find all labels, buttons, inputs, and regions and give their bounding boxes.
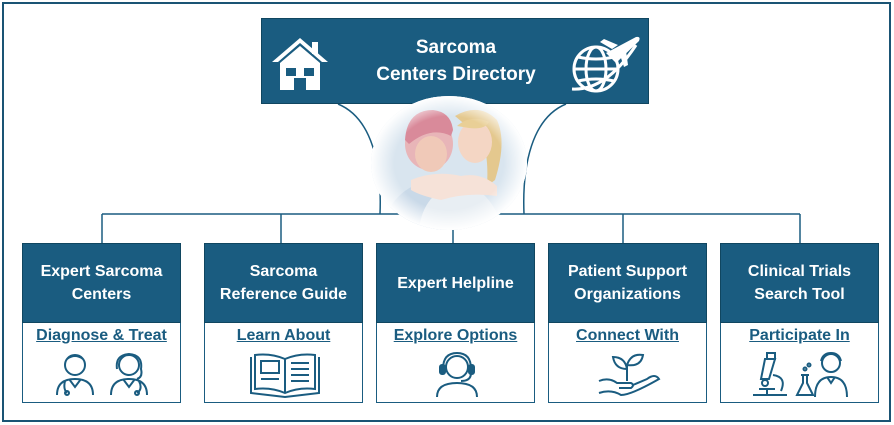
- learn-about-link[interactable]: Learn About: [236, 327, 331, 344]
- card-body: Learn About: [204, 323, 363, 403]
- connect-with-link[interactable]: Connect With: [576, 327, 679, 344]
- page-title: Sarcoma Centers Directory: [352, 34, 560, 88]
- right-curve-connector: [523, 103, 567, 215]
- card-title[interactable]: Sarcoma Reference Guide: [204, 243, 363, 323]
- card-title[interactable]: Clinical Trials Search Tool: [720, 243, 879, 323]
- doctors-icon: [56, 352, 148, 396]
- hand-plant-icon: [598, 353, 661, 397]
- headset-person-icon: [436, 351, 478, 398]
- card-title[interactable]: Patient Support Organizations: [548, 243, 707, 323]
- microscope-scientist-icon: [753, 351, 848, 398]
- patient-and-child-photo: [371, 96, 527, 230]
- participate-in-link[interactable]: Participate In: [749, 327, 850, 344]
- card-sarcoma-reference-guide: Sarcoma Reference Guide Learn About: [204, 243, 363, 403]
- open-book-icon: [250, 353, 320, 399]
- card-clinical-trials-search-tool: Clinical Trials Search Tool Participate …: [720, 243, 879, 403]
- photo-illustration: [371, 96, 527, 230]
- card-body: Explore Options: [376, 323, 535, 403]
- globe-airplane-icon: [571, 36, 640, 93]
- sarcoma-centers-directory-box[interactable]: Sarcoma Centers Directory: [261, 18, 649, 104]
- card-expert-sarcoma-centers: Expert Sarcoma Centers Diagnose & Treat: [22, 243, 181, 403]
- explore-options-link[interactable]: Explore Options: [393, 327, 518, 344]
- card-body: Diagnose & Treat: [22, 323, 181, 403]
- card-title[interactable]: Expert Helpline: [376, 243, 535, 323]
- diagnose-treat-link[interactable]: Diagnose & Treat: [36, 327, 167, 344]
- house-icon: [272, 38, 328, 90]
- title-line-2: Centers Directory: [376, 64, 536, 85]
- card-title[interactable]: Expert Sarcoma Centers: [22, 243, 181, 323]
- title-line-1: Sarcoma: [415, 37, 497, 58]
- card-expert-helpline: Expert Helpline Explore Options: [376, 243, 535, 403]
- card-body: Participate In: [720, 323, 879, 403]
- card-body: Connect With: [548, 323, 707, 403]
- card-patient-support-organizations: Patient Support Organizations Connect Wi…: [548, 243, 707, 403]
